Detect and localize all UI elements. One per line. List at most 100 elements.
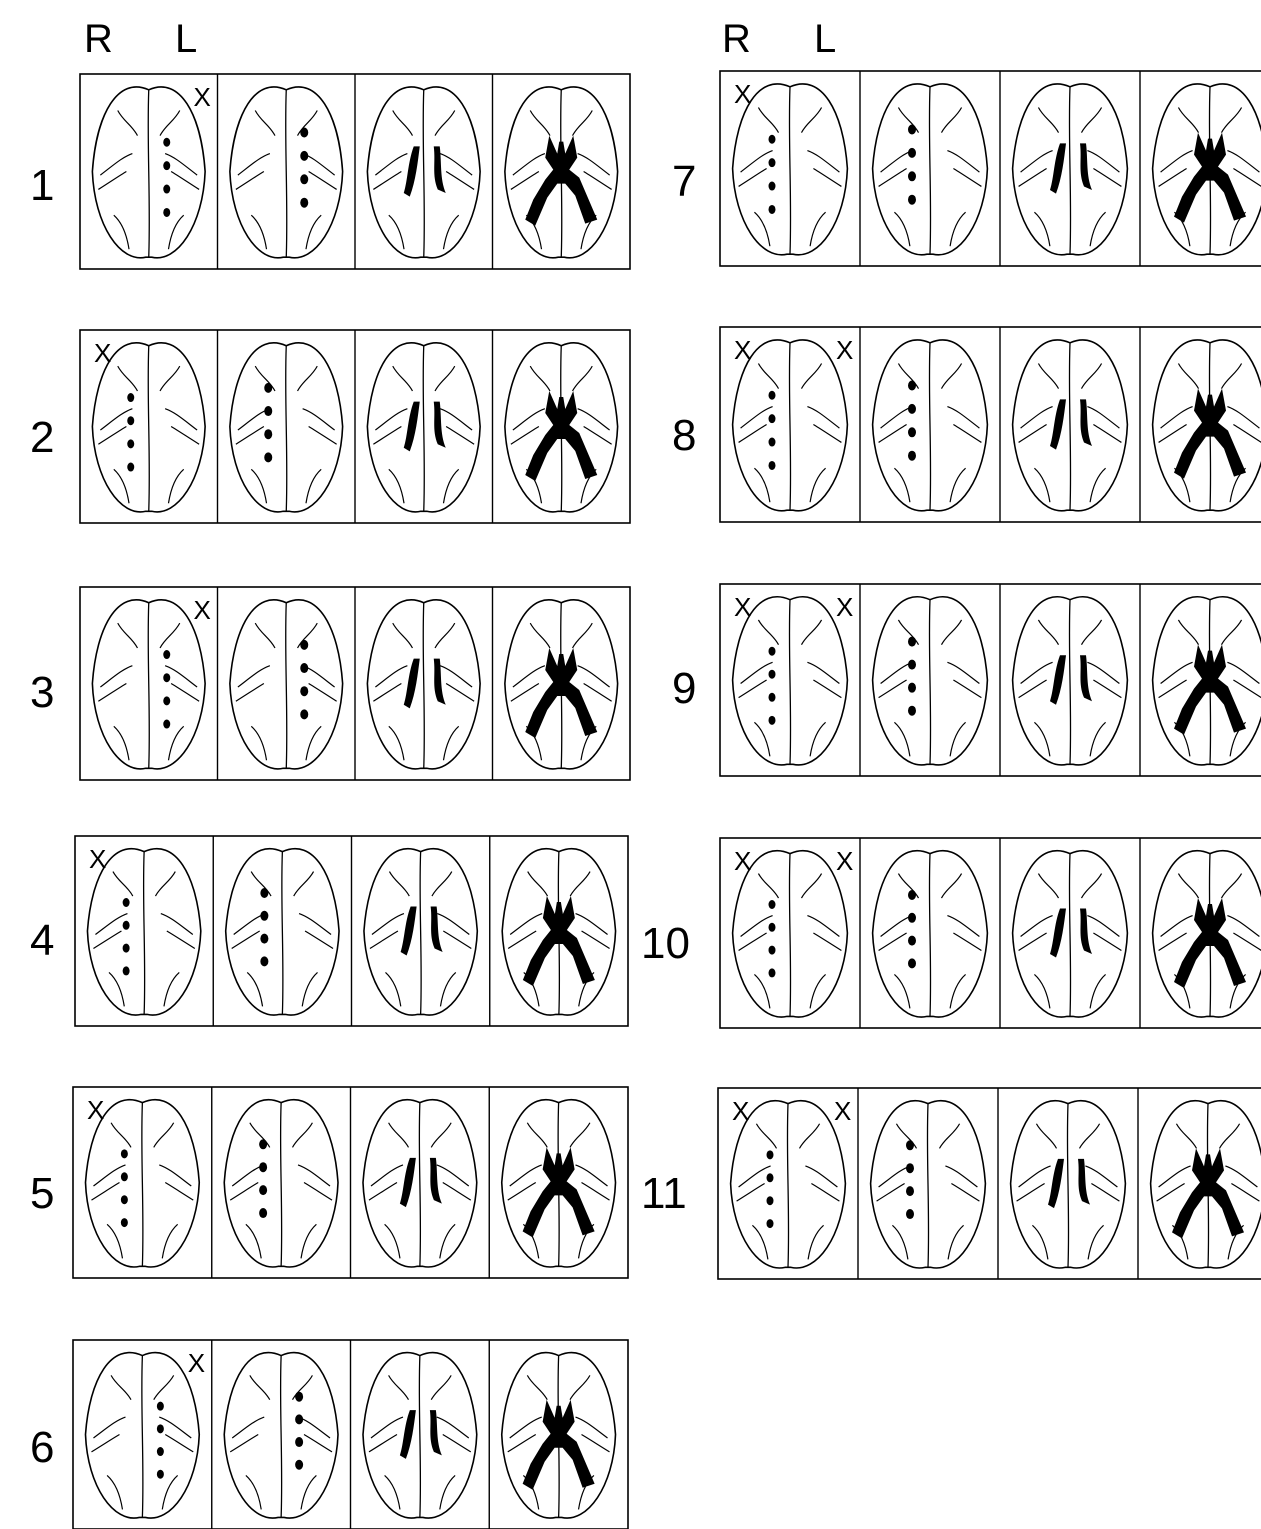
sulcus: [167, 931, 195, 948]
sulcus: [443, 1435, 471, 1452]
panel-frame: [720, 584, 1261, 776]
sulcus: [513, 666, 545, 687]
sulcus: [159, 1417, 191, 1438]
sulcus: [1019, 169, 1047, 187]
sulcus: [879, 425, 907, 443]
sulcus: [881, 407, 913, 429]
panel-frame: [720, 71, 1261, 266]
sulcus: [1161, 407, 1193, 429]
sulcus: [1227, 151, 1259, 173]
midline: [281, 1103, 282, 1267]
sulcus: [91, 1435, 119, 1452]
sulcus: [582, 931, 610, 948]
sulcus: [741, 407, 773, 429]
lesion-spot: [295, 1460, 303, 1470]
sulcus: [294, 872, 314, 896]
lesion-spot: [264, 383, 272, 393]
sulcus: [879, 933, 907, 950]
sulcus: [805, 1166, 837, 1187]
rows-layer: 1X2X3X4X5X6X7X8XX9XX10XX11XX: [30, 71, 1261, 1529]
sulcus: [236, 427, 264, 445]
sulcus: [1219, 1124, 1239, 1149]
sulcus: [576, 914, 608, 935]
sulcus: [1017, 1184, 1045, 1202]
sulcus: [1227, 916, 1259, 937]
sulcus: [578, 666, 610, 687]
sulcus: [801, 364, 821, 389]
lesion-spot: [163, 208, 170, 217]
sulcus: [437, 914, 469, 935]
lesion-spot: [769, 693, 776, 702]
sulcus: [1159, 1166, 1191, 1187]
case-row-5: 5X: [30, 1087, 628, 1278]
sulcus: [879, 680, 907, 698]
sulcus: [756, 1124, 776, 1149]
sulcus: [527, 1375, 547, 1399]
lesion-spot: [123, 898, 130, 907]
sulcus: [160, 111, 180, 136]
sulcus: [741, 151, 773, 173]
sulcus: [953, 933, 981, 950]
sulcus: [100, 154, 132, 176]
lesion-spot: [157, 1424, 164, 1433]
x-marker-right: X: [734, 846, 751, 876]
lesion-spot: [300, 151, 308, 161]
lesion-spot: [260, 956, 268, 966]
sulcus: [309, 684, 337, 702]
sulcus: [93, 931, 121, 948]
lesion-spot: [906, 1140, 914, 1150]
sulcus: [393, 623, 413, 648]
sulcus: [739, 169, 767, 187]
x-marker-left: X: [836, 846, 853, 876]
lesion-spot: [908, 148, 916, 158]
lesion-spot: [908, 451, 916, 461]
sulcus: [369, 1435, 397, 1452]
sulcus: [584, 172, 612, 190]
sulcus: [431, 1375, 451, 1399]
sulcus: [953, 425, 981, 443]
lesion-spot: [908, 171, 916, 181]
lesion-spot: [259, 1162, 267, 1172]
sulcus: [1225, 1166, 1257, 1187]
sulcus: [951, 1184, 979, 1202]
sulcus: [941, 874, 961, 898]
lesion-spot: [769, 158, 776, 167]
sulcus: [446, 172, 474, 190]
sulcus: [1161, 916, 1193, 937]
sulcus: [739, 933, 767, 950]
sulcus: [238, 666, 270, 687]
sulcus: [238, 154, 270, 176]
midline: [1069, 854, 1070, 1017]
sulcus: [1159, 933, 1187, 950]
lesion-spot: [769, 670, 776, 679]
lesion-spot: [769, 923, 776, 932]
x-marker-right: X: [734, 79, 751, 109]
sulcus: [435, 623, 455, 648]
sulcus: [171, 684, 199, 702]
lesion-spot: [163, 138, 170, 147]
sulcus: [758, 874, 778, 898]
sulcus: [118, 623, 138, 648]
lesion-spot: [300, 709, 308, 719]
sulcus: [1081, 620, 1101, 645]
sulcus: [947, 151, 979, 173]
sulcus: [578, 409, 610, 430]
lesion-spot: [908, 427, 916, 437]
sulcus: [1221, 620, 1241, 645]
sulcus: [807, 916, 839, 937]
sulcus: [100, 666, 132, 687]
sulcus: [236, 172, 264, 190]
sulcus: [435, 111, 455, 136]
sulcus: [154, 1375, 174, 1399]
sulcus: [230, 1183, 258, 1201]
sulcus: [510, 1417, 542, 1438]
lesion-spot: [769, 946, 776, 955]
sulcus: [91, 1183, 119, 1201]
sulcus: [165, 409, 197, 430]
sulcus: [393, 366, 413, 391]
ventricle-left: [434, 659, 446, 705]
lesion-spot: [769, 182, 776, 191]
sulcus: [530, 111, 550, 136]
lesion-spot: [300, 640, 308, 650]
